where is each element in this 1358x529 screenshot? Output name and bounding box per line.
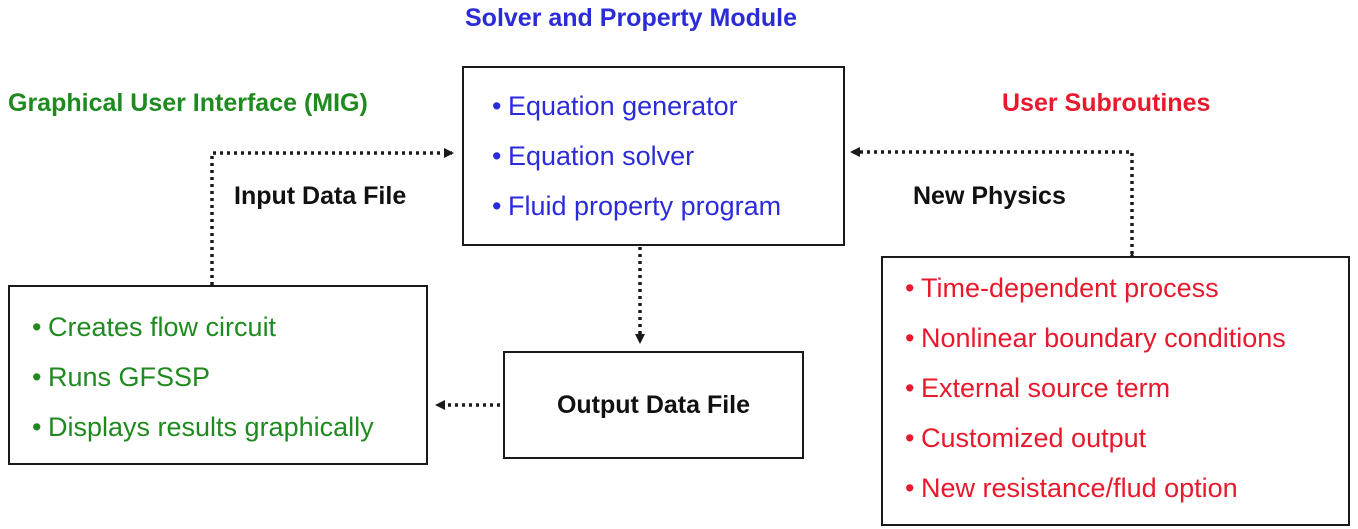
list-item: •Equation generator bbox=[492, 91, 738, 121]
list-item: •Fluid property program bbox=[492, 191, 782, 221]
list-item: •New resistance/flud option bbox=[905, 473, 1238, 503]
new-physics-label: New Physics bbox=[913, 182, 1066, 210]
list-item: •Runs GFSSP bbox=[32, 362, 211, 392]
list-item: •Creates flow circuit bbox=[32, 312, 277, 342]
list-item: •Displays results graphically bbox=[32, 412, 374, 442]
list-item: •Customized output bbox=[905, 423, 1147, 453]
user-subroutines-title: User Subroutines bbox=[1002, 89, 1211, 117]
gui-title: Graphical User Interface (MIG) bbox=[8, 89, 368, 117]
new-physics-arrow bbox=[850, 147, 1137, 262]
output-data-file-label: Output Data File bbox=[556, 390, 751, 419]
list-item: •Equation solver bbox=[492, 141, 695, 171]
solver-module-box: •Equation generator •Equation solver •Fl… bbox=[462, 66, 845, 246]
list-item: •Time-dependent process bbox=[905, 273, 1219, 303]
input-data-arrow bbox=[210, 148, 454, 285]
user-subroutines-box: •Time-dependent process •Nonlinear bound… bbox=[881, 256, 1350, 526]
list-item: •Nonlinear boundary conditions bbox=[905, 323, 1286, 353]
solver-module-title: Solver and Property Module bbox=[465, 4, 798, 32]
output-data-file-box: Output Data File bbox=[503, 351, 804, 459]
input-data-file-label: Input Data File bbox=[234, 182, 407, 210]
gui-list: •Creates flow circuit •Runs GFSSP •Displ… bbox=[32, 302, 374, 452]
solver-module-list: •Equation generator •Equation solver •Fl… bbox=[492, 81, 781, 231]
user-subroutines-list: •Time-dependent process •Nonlinear bound… bbox=[905, 263, 1286, 513]
gui-box: •Creates flow circuit •Runs GFSSP •Displ… bbox=[8, 285, 428, 465]
list-item: •External source term bbox=[905, 373, 1171, 403]
